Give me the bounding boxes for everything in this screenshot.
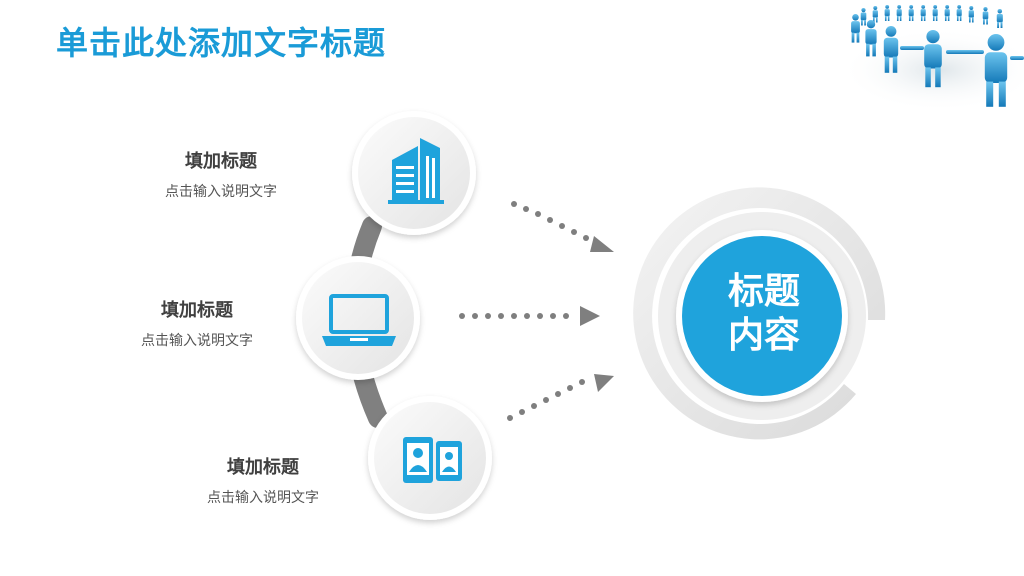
center-label-line2: 内容	[727, 315, 800, 356]
center-circle	[682, 236, 842, 396]
item-1-title[interactable]: 填加标题	[185, 151, 257, 172]
dotted-arrow-2	[459, 306, 600, 326]
center-label[interactable]: 标题 内容	[684, 254, 844, 374]
center-label-line1: 标题	[727, 271, 800, 312]
building-icon	[388, 138, 444, 204]
page-title: 单击此处添加文字标题	[56, 24, 387, 62]
dotted-arrow-1	[511, 201, 614, 252]
item-3-desc[interactable]: 点击输入说明文字	[207, 490, 319, 506]
phone-contacts-icon	[403, 437, 462, 483]
laptop-icon	[322, 294, 396, 346]
item-circle-2	[296, 256, 420, 380]
item-1-text: 填加标题 点击输入说明文字	[121, 150, 321, 202]
item-2-desc[interactable]: 点击输入说明文字	[141, 333, 253, 349]
item-2-text: 填加标题 点击输入说明文字	[97, 299, 297, 351]
item-3-text: 填加标题 点击输入说明文字	[163, 456, 363, 508]
item-3-title[interactable]: 填加标题	[227, 457, 299, 478]
people-circle-illustration	[840, 5, 1024, 112]
dotted-arrow-3	[507, 374, 614, 421]
item-1-desc[interactable]: 点击输入说明文字	[165, 184, 277, 200]
item-2-title[interactable]: 填加标题	[161, 300, 233, 321]
